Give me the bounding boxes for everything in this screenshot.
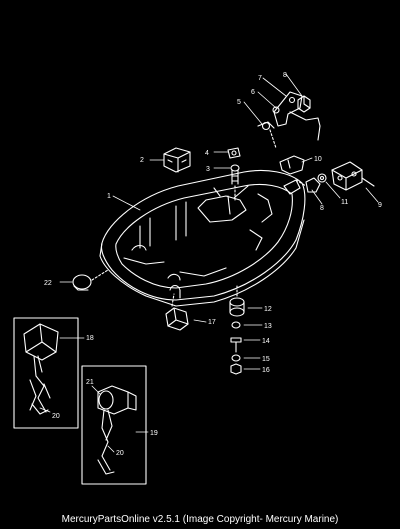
- callout-15: 15: [262, 356, 270, 363]
- callout-12: 12: [264, 306, 272, 313]
- callout-11: 11: [341, 199, 348, 206]
- callout-10: 10: [314, 156, 322, 163]
- part-13-washer: [231, 321, 241, 329]
- callout-7: 7: [258, 75, 262, 82]
- part-17-clip: [165, 307, 189, 331]
- inset-18: [13, 317, 79, 429]
- part-8-knob: [297, 95, 311, 113]
- callout-17: 17: [208, 319, 216, 326]
- part-15-washer: [231, 354, 241, 362]
- callout-13: 13: [264, 323, 272, 330]
- callout-18: 18: [86, 335, 94, 342]
- callout-4: 4: [205, 150, 209, 157]
- part-6-washer: [272, 106, 280, 114]
- linkage-rod: [289, 111, 321, 141]
- callout-8: 8: [283, 72, 287, 79]
- part-11-washer: [317, 173, 327, 183]
- callout-6: 6: [251, 89, 255, 96]
- part-9-control-cable-end: [331, 161, 375, 191]
- part-3-stud: [230, 164, 240, 201]
- callout-14: 14: [262, 338, 270, 345]
- callout-21: 21: [86, 379, 94, 386]
- part-7-lever: [273, 91, 303, 127]
- part-5-screw: [257, 121, 275, 131]
- callout-19: 19: [150, 430, 158, 437]
- callout-2: 2: [140, 157, 144, 164]
- leader-lines: [39, 73, 379, 453]
- callout-22: 22: [44, 280, 52, 287]
- callout-3: 3: [206, 166, 210, 173]
- part-16-nut: [230, 363, 242, 375]
- callout-20-inset-19: 20: [116, 450, 124, 457]
- callout-9: 9: [378, 202, 382, 209]
- part-4-nut: [227, 147, 241, 159]
- part-8-knob-lower: [305, 177, 321, 193]
- copyright-caption: MercuryPartsOnline v2.5.1 (Image Copyrig…: [61, 514, 339, 525]
- callout-5: 5: [237, 99, 241, 106]
- callout-1: 1: [107, 193, 111, 200]
- part-12-mount: [229, 297, 245, 317]
- inset-19: [81, 365, 147, 485]
- part-14-bolt: [230, 337, 242, 353]
- bottom-cowl: [99, 169, 306, 307]
- callout-8-lower: 8: [320, 205, 324, 212]
- part-22-grommet: [72, 274, 92, 291]
- guide-line-22: [91, 269, 109, 281]
- callout-16: 16: [262, 367, 270, 374]
- guide-line-10: [295, 179, 307, 187]
- guide-line-5: [269, 129, 277, 149]
- guide-line-17: [171, 293, 175, 307]
- part-10-bracket: [279, 155, 305, 175]
- callout-20-inset-18: 20: [52, 413, 60, 420]
- part-2-bracket: [163, 147, 191, 173]
